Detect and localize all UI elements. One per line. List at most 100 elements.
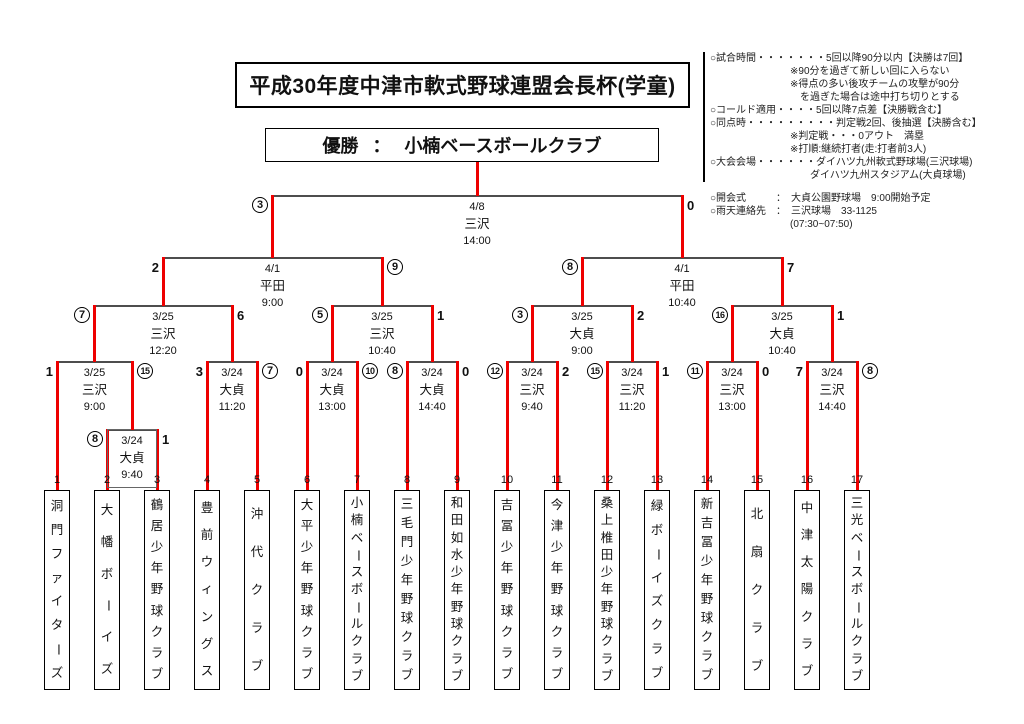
team-name-char: 球: [700, 611, 714, 625]
winner-score-circle: 8: [87, 431, 103, 447]
match-sf-2-time: 10:40: [668, 297, 696, 309]
team-12-number: 12: [600, 474, 614, 486]
match-r1-6-venue: 三沢: [619, 383, 645, 397]
team-name-char: ズ: [100, 661, 114, 676]
match-sf-2-connector: [582, 257, 782, 259]
team-name-char: ラ: [700, 649, 714, 663]
team-name-char: ブ: [150, 666, 164, 681]
match-qf-2-left-score: 5: [304, 307, 328, 323]
team-name-char: 居: [150, 519, 164, 534]
match-qf-3-venue: 大貞: [569, 327, 595, 341]
team-name-char: 中: [800, 501, 814, 516]
match-r1-8-right-leg: [855, 361, 859, 490]
team-name-char: ブ: [600, 668, 614, 683]
team-name-char: 球: [550, 603, 564, 618]
team-16-box: 中津太陽クラブ: [794, 490, 820, 690]
winner-score-circle: 8: [862, 363, 878, 379]
match-r1-3-date: 3/24: [321, 367, 343, 379]
team-4-box: 豊前ウィングス: [194, 490, 220, 690]
match-r1-3-time: 13:00: [318, 401, 346, 413]
team-name-char: 野: [500, 582, 514, 597]
team-name-char: ブ: [850, 668, 864, 683]
team-name-char: ァ: [50, 570, 64, 585]
match-qf-2-right-score: 1: [437, 307, 461, 324]
match-qf-1-date: 3/25: [152, 311, 174, 323]
match-sf-1-connector: [163, 257, 382, 259]
team-name-char: イ: [50, 594, 64, 609]
match-final-date: 4/8: [469, 201, 485, 213]
team-name-char: 年: [700, 573, 714, 587]
team-name-char: 少: [600, 565, 614, 580]
team-name-char: 水: [450, 547, 464, 562]
team-name-char: 野: [700, 592, 714, 606]
team-name-char: 門: [50, 523, 64, 538]
team-name-char: ラ: [800, 636, 814, 651]
team-14-number: 14: [700, 474, 714, 486]
team-17-number: 17: [850, 474, 864, 486]
team-name-char: 球: [500, 603, 514, 618]
match-sf-1-venue: 平田: [259, 279, 285, 293]
team-name-char: 野: [600, 599, 614, 614]
note-line: ダイハツ九州スタジアム(大貞球場): [710, 170, 966, 181]
team-name-char: ス: [200, 663, 214, 678]
match-final-right-leg: [680, 195, 684, 258]
team-name-char: 年: [550, 561, 564, 576]
match-r1-7-left-score: 11: [679, 363, 703, 379]
team-name-char: ク: [750, 582, 764, 597]
match-qf-4-left-leg: [730, 305, 734, 362]
match-qf-4-connector: [732, 305, 832, 307]
winner-score-circle: 3: [252, 197, 268, 213]
match-r1-2-right-score: 7: [262, 363, 286, 379]
team-10-box: 吉冨少年野球クラブ: [494, 490, 520, 690]
match-r1-8-date: 3/24: [821, 367, 843, 379]
team-name-char: イ: [650, 570, 664, 585]
match-final-left-score: 3: [244, 197, 268, 213]
team-name-char: 田: [450, 513, 464, 528]
team-name-char: 洞: [50, 499, 64, 514]
team-name-char: 和: [450, 496, 464, 511]
match-r1-5-right-leg: [555, 361, 559, 490]
team-name-char: ラ: [300, 645, 314, 660]
match-qf-4-venue: 大貞: [769, 327, 795, 341]
team-name-char: 新: [700, 497, 714, 511]
team-17-box: 三光ベースボールクラブ: [844, 490, 870, 690]
team-name-char: ー: [350, 549, 365, 562]
match-r1-1-left-leg: [55, 361, 59, 490]
match-sf-2-right-score: 7: [787, 259, 811, 276]
team-name-char: ー: [50, 643, 65, 656]
match-final-right-score: 0: [687, 197, 711, 214]
match-r1-2-left-leg: [205, 361, 209, 490]
match-qf-3-connector: [532, 305, 632, 307]
match-r1-3-right-score: 10: [362, 363, 386, 379]
team-name-char: 球: [600, 616, 614, 631]
match-qf-1-right-leg: [230, 305, 234, 362]
team-name-char: 少: [300, 540, 314, 555]
match-qf-4-date: 3/25: [771, 311, 793, 323]
match-sf-2-left-leg: [580, 257, 584, 306]
team-name-char: ー: [350, 600, 365, 614]
champion-connector: [475, 162, 479, 196]
match-final-time: 14:00: [463, 235, 491, 247]
match-sf-2-right-leg: [780, 257, 784, 306]
team-name-char: ラ: [750, 620, 764, 635]
team-name-char: 球: [150, 603, 164, 618]
match-final-left-leg: [270, 195, 274, 258]
team-name-char: ラ: [450, 651, 464, 666]
team-name-char: 少: [550, 540, 564, 555]
team-name-char: ク: [600, 634, 614, 649]
match-qf-3-date: 3/25: [571, 311, 593, 323]
match-qf-2-venue: 三沢: [369, 327, 395, 341]
match-r1-6-right-leg: [655, 361, 659, 490]
winner-score-circle: 10: [362, 363, 378, 379]
score-value: 3: [195, 364, 203, 379]
match-r1-4-right-score: 0: [462, 363, 486, 380]
team-2-number: 2: [103, 474, 111, 486]
team-name-char: 少: [400, 554, 414, 568]
